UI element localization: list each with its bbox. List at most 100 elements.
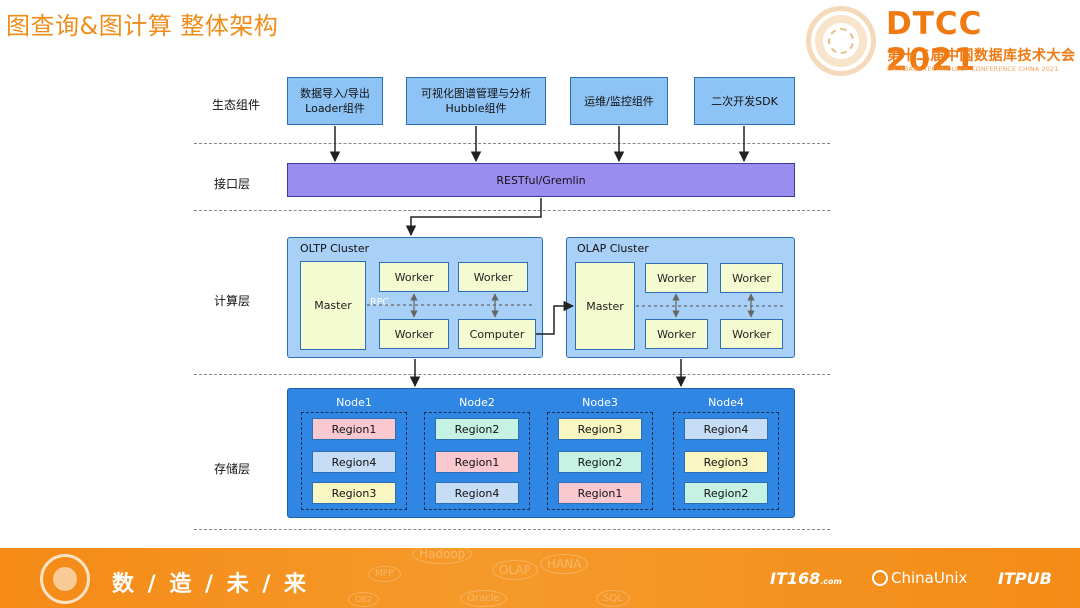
brand-chinaunix-text: ChinaUnix [891, 569, 968, 587]
rpc-label: RPC [370, 297, 389, 308]
region-box: Region2 [558, 451, 642, 473]
olap-worker-label: Worker [732, 271, 771, 285]
layer-label-storage: 存储层 [214, 462, 251, 476]
node-group [547, 412, 653, 510]
region-label: Region2 [454, 422, 500, 436]
oltp-worker-label: Worker [394, 327, 434, 341]
ecosystem-hubble-line1: 可视化图谱管理与分析 [421, 87, 531, 100]
layer-divider [194, 143, 830, 144]
node-group [673, 412, 779, 510]
ecosystem-ops-monitor-box: 运维/监控组件 [570, 77, 668, 125]
ecosystem-loader-line2: Loader组件 [305, 102, 365, 115]
region-box: Region3 [684, 451, 768, 473]
watermark-text: MPP [368, 566, 401, 582]
oltp-master-label: Master [314, 299, 352, 312]
region-label: Region3 [703, 455, 749, 469]
watermark-text: HANA [540, 554, 589, 574]
logo-main-text: DTCC 2021 [886, 6, 983, 78]
node-group [301, 412, 407, 510]
footer-logo-icon [40, 554, 90, 604]
watermark-text: Hadoop [412, 548, 473, 564]
region-label: Region2 [577, 455, 623, 469]
oltp-worker-label: Worker [394, 270, 434, 284]
olap-worker: Worker [645, 319, 708, 349]
watermark-text: OLAP [492, 560, 538, 580]
layer-label-ecosystem: 生态组件 [212, 98, 261, 112]
brand-chinaunix-logo: ChinaUnix [872, 569, 967, 587]
ecosystem-sdk-label: 二次开发SDK [711, 94, 778, 108]
arrow-interface-to-oltp [405, 198, 542, 237]
brand-it168-text: IT168 [770, 569, 821, 588]
watermark-text: DB2 [348, 592, 379, 607]
olap-cluster-title: OLAP Cluster [577, 242, 649, 255]
logo-english-subtitle: DATABASE TECHNOLOGY CONFERENCE CHINA 202… [887, 66, 1059, 73]
olap-master-label: Master [586, 299, 624, 313]
layer-divider [194, 210, 830, 211]
watermark-text: Oracle [460, 590, 507, 607]
conference-logo-icon [806, 6, 876, 76]
olap-worker-label: Worker [657, 271, 696, 285]
layer-divider [194, 529, 830, 530]
region-box: Region1 [435, 451, 519, 473]
logo-subtitle: 第十二届中国数据库技术大会 [887, 48, 1076, 64]
olap-worker: Worker [720, 263, 783, 293]
region-box: Region2 [435, 418, 519, 440]
region-label: Region1 [577, 486, 623, 500]
layer-divider [194, 374, 830, 375]
oltp-cluster-title: OLTP Cluster [300, 242, 370, 255]
ecosystem-ops-label: 运维/监控组件 [584, 94, 654, 108]
oltp-worker: Worker [458, 262, 528, 292]
olap-worker: Worker [645, 263, 708, 293]
region-label: Region2 [703, 486, 749, 500]
region-label: Region4 [331, 455, 377, 469]
olap-master: Master [575, 262, 635, 350]
brand-itpub-text: ITPUB [998, 569, 1052, 588]
interface-restful-gremlin-bar: RESTful/Gremlin [287, 163, 795, 197]
region-box: Region3 [312, 482, 396, 504]
chinaunix-icon [872, 570, 888, 586]
oltp-master: Master [300, 261, 366, 350]
brand-it168-logo: IT168.com [770, 569, 842, 588]
region-box: Region2 [684, 482, 768, 504]
region-label: Region3 [331, 486, 377, 500]
ecosystem-hubble-line2: Hubble组件 [445, 102, 507, 115]
watermark-text: SQL [596, 590, 630, 607]
oltp-computer: Computer [458, 319, 536, 349]
region-box: Region1 [312, 418, 396, 440]
interface-label: RESTful/Gremlin [496, 173, 586, 187]
region-label: Region3 [577, 422, 623, 436]
ecosystem-hubble-box: 可视化图谱管理与分析 Hubble组件 [406, 77, 546, 125]
olap-worker: Worker [720, 319, 783, 349]
layer-label-compute: 计算层 [214, 294, 251, 308]
footer-banner: 数 / 造 / 未 / 来 Hadoop OLAP HANA MPP Oracl… [0, 548, 1080, 608]
oltp-worker: Worker [379, 319, 449, 349]
region-label: Region1 [331, 422, 377, 436]
region-label: Region4 [703, 422, 749, 436]
region-label: Region1 [454, 455, 500, 469]
oltp-worker: Worker [379, 262, 449, 292]
region-box: Region1 [558, 482, 642, 504]
olap-worker-label: Worker [732, 327, 771, 341]
oltp-worker-label: Worker [473, 270, 513, 284]
node-title: Node3 [582, 396, 618, 409]
region-box: Region4 [435, 482, 519, 504]
ecosystem-loader-line1: 数据导入/导出 [300, 87, 370, 100]
layer-label-interface: 接口层 [214, 177, 251, 191]
slide-title: 图查询&图计算 整体架构 [6, 12, 279, 40]
brand-itpub-logo: ITPUB [998, 569, 1052, 588]
oltp-computer-label: Computer [469, 327, 525, 341]
node-group [424, 412, 530, 510]
region-label: Region4 [454, 486, 500, 500]
region-box: Region3 [558, 418, 642, 440]
olap-worker-label: Worker [657, 327, 696, 341]
ecosystem-sdk-box: 二次开发SDK [694, 77, 795, 125]
ecosystem-loader-box: 数据导入/导出 Loader组件 [287, 77, 383, 125]
arrow-computer-to-olap-master [536, 300, 575, 335]
node-title: Node2 [459, 396, 495, 409]
node-title: Node4 [708, 396, 744, 409]
region-box: Region4 [312, 451, 396, 473]
footer-slogan: 数 / 造 / 未 / 来 [112, 572, 310, 597]
node-title: Node1 [336, 396, 372, 409]
region-box: Region4 [684, 418, 768, 440]
